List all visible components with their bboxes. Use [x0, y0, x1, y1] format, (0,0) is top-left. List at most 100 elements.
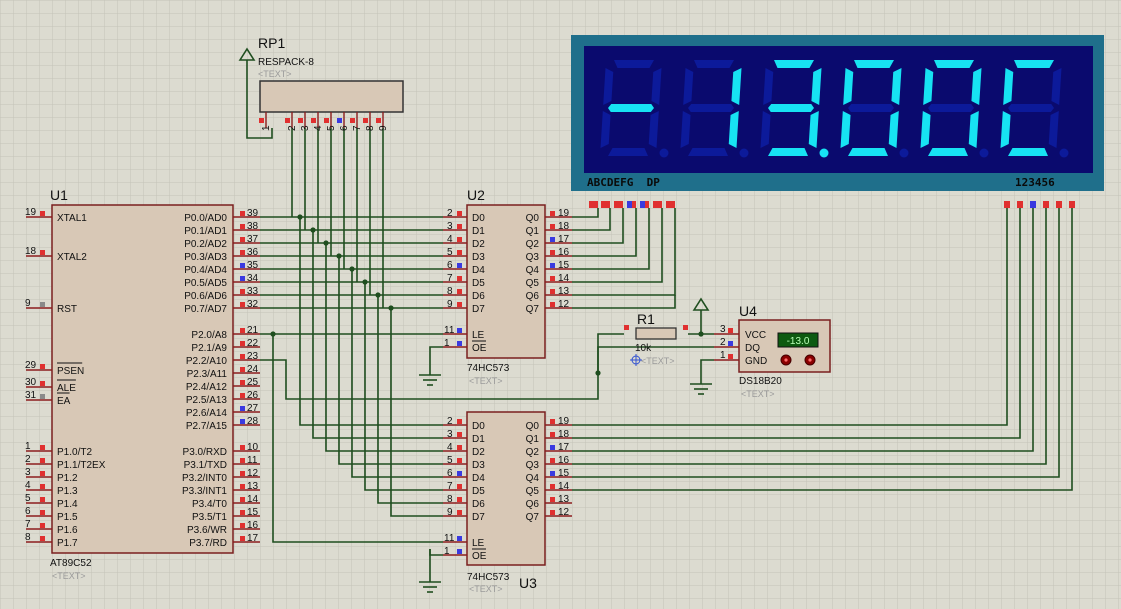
- u4-pin-name: GND: [745, 356, 767, 367]
- wire[interactable]: [338, 256, 443, 465]
- wire[interactable]: [325, 243, 443, 452]
- wire[interactable]: [572, 208, 1021, 439]
- latch-pin-number: 4: [447, 442, 453, 453]
- latch-pin-number: 7: [447, 481, 453, 492]
- wire[interactable]: [364, 282, 443, 491]
- latch-pin-number: 15: [558, 260, 570, 271]
- latch-pin-number: 12: [558, 299, 570, 310]
- segment: [774, 60, 814, 68]
- latch-pin-number: 6: [447, 468, 453, 479]
- wire[interactable]: [572, 208, 624, 244]
- wire[interactable]: [572, 208, 1008, 426]
- latch-pin-number: 9: [447, 299, 453, 310]
- pin-marker: [240, 354, 245, 359]
- u1-pin-number: 13: [247, 481, 259, 492]
- pin-marker: [728, 341, 733, 346]
- wire[interactable]: [572, 295, 676, 309]
- increase-button-icon[interactable]: [804, 354, 816, 366]
- decimal-point: [819, 148, 829, 158]
- wire[interactable]: [260, 333, 443, 543]
- wire[interactable]: [572, 208, 599, 218]
- wire[interactable]: [429, 346, 443, 349]
- latch-pin-name: Q0: [526, 421, 540, 432]
- wire[interactable]: [572, 208, 611, 231]
- u4-reading: -13.0: [787, 336, 810, 347]
- wires[interactable]: [260, 128, 1073, 556]
- wire[interactable]: [312, 230, 443, 439]
- decimal-point: [739, 148, 749, 158]
- u1-microcontroller[interactable]: U1 AT89C52 <TEXT> 19XTAL118XTAL29RST29PS…: [25, 187, 260, 581]
- pin-marker: [640, 201, 646, 208]
- u1-pin-number: 37: [247, 234, 259, 245]
- pin-marker: [324, 118, 329, 123]
- pin-marker: [550, 445, 555, 450]
- junction-dot: [270, 331, 276, 337]
- latch-pin-number: 16: [558, 455, 570, 466]
- wire[interactable]: [597, 346, 714, 373]
- u1-pin-number: 10: [247, 442, 259, 453]
- latch-pin-name: Q6: [526, 499, 540, 510]
- pin-marker: [40, 250, 45, 255]
- pin-marker: [457, 510, 462, 515]
- u4-ref: U4: [739, 303, 757, 319]
- junction-dot: [349, 266, 355, 272]
- wire[interactable]: [572, 208, 1034, 452]
- pin-marker: [550, 276, 555, 281]
- junction-dot: [323, 240, 329, 246]
- latch-pin-name: Q5: [526, 278, 540, 289]
- segment: [968, 111, 979, 148]
- latch-pin-name: Q2: [526, 239, 540, 250]
- pin-marker: [457, 549, 462, 554]
- latch-pin-name: Q6: [526, 291, 540, 302]
- wire[interactable]: [299, 217, 443, 426]
- wire[interactable]: [572, 208, 1073, 491]
- pin-marker: [40, 302, 45, 307]
- wire[interactable]: [700, 359, 714, 361]
- seven-segment-display[interactable]: ABCDEFG DP 123456: [571, 35, 1104, 208]
- latch-pin-number: 11: [444, 325, 455, 336]
- wire[interactable]: [260, 333, 624, 400]
- wire[interactable]: [572, 208, 663, 283]
- wire[interactable]: [390, 308, 443, 517]
- u1-pin-number: 18: [25, 246, 37, 257]
- latch-pin-number: 6: [447, 260, 453, 271]
- u1-pin-number: 11: [247, 455, 258, 466]
- u1-pin-name: P2.7/A15: [186, 421, 228, 432]
- latch-pin-number: 5: [447, 455, 453, 466]
- pin-marker: [457, 458, 462, 463]
- wire[interactable]: [572, 208, 1060, 478]
- latch-pin-name: Q1: [526, 226, 540, 237]
- segment: [614, 60, 654, 68]
- segment: [688, 148, 728, 156]
- u1-pin-name: XTAL2: [57, 252, 87, 263]
- wire[interactable]: [572, 208, 650, 270]
- segment: [1008, 148, 1048, 156]
- latch-pin-number: 13: [558, 494, 570, 505]
- u1-body: [51, 204, 234, 554]
- u1-pin-name: P2.1/A9: [191, 343, 227, 354]
- r1-resistor[interactable]: R1 10k <TEXT>: [624, 297, 710, 366]
- u1-pin-name: P1.1/T2EX: [57, 460, 106, 471]
- pin-marker: [457, 276, 462, 281]
- wire[interactable]: [572, 208, 1047, 465]
- wire[interactable]: [351, 269, 443, 478]
- u1-pin-name: EA: [57, 396, 71, 407]
- decrease-button-icon[interactable]: [780, 354, 792, 366]
- u2-text-placeholder: <TEXT>: [469, 376, 503, 386]
- wire[interactable]: [377, 295, 443, 504]
- pin-marker: [1030, 201, 1036, 208]
- latch-pin-name: D1: [472, 434, 485, 445]
- pin-marker: [601, 201, 607, 208]
- latch-pin-number: 13: [558, 286, 570, 297]
- u2-part: 74HC573: [467, 363, 510, 374]
- u1-pin-name: P0.4/AD4: [184, 265, 227, 276]
- wire[interactable]: [572, 208, 637, 257]
- pin-marker: [40, 394, 45, 399]
- u1-pin-name: P1.7: [57, 538, 78, 549]
- u1-pin-name: P2.5/A13: [186, 395, 228, 406]
